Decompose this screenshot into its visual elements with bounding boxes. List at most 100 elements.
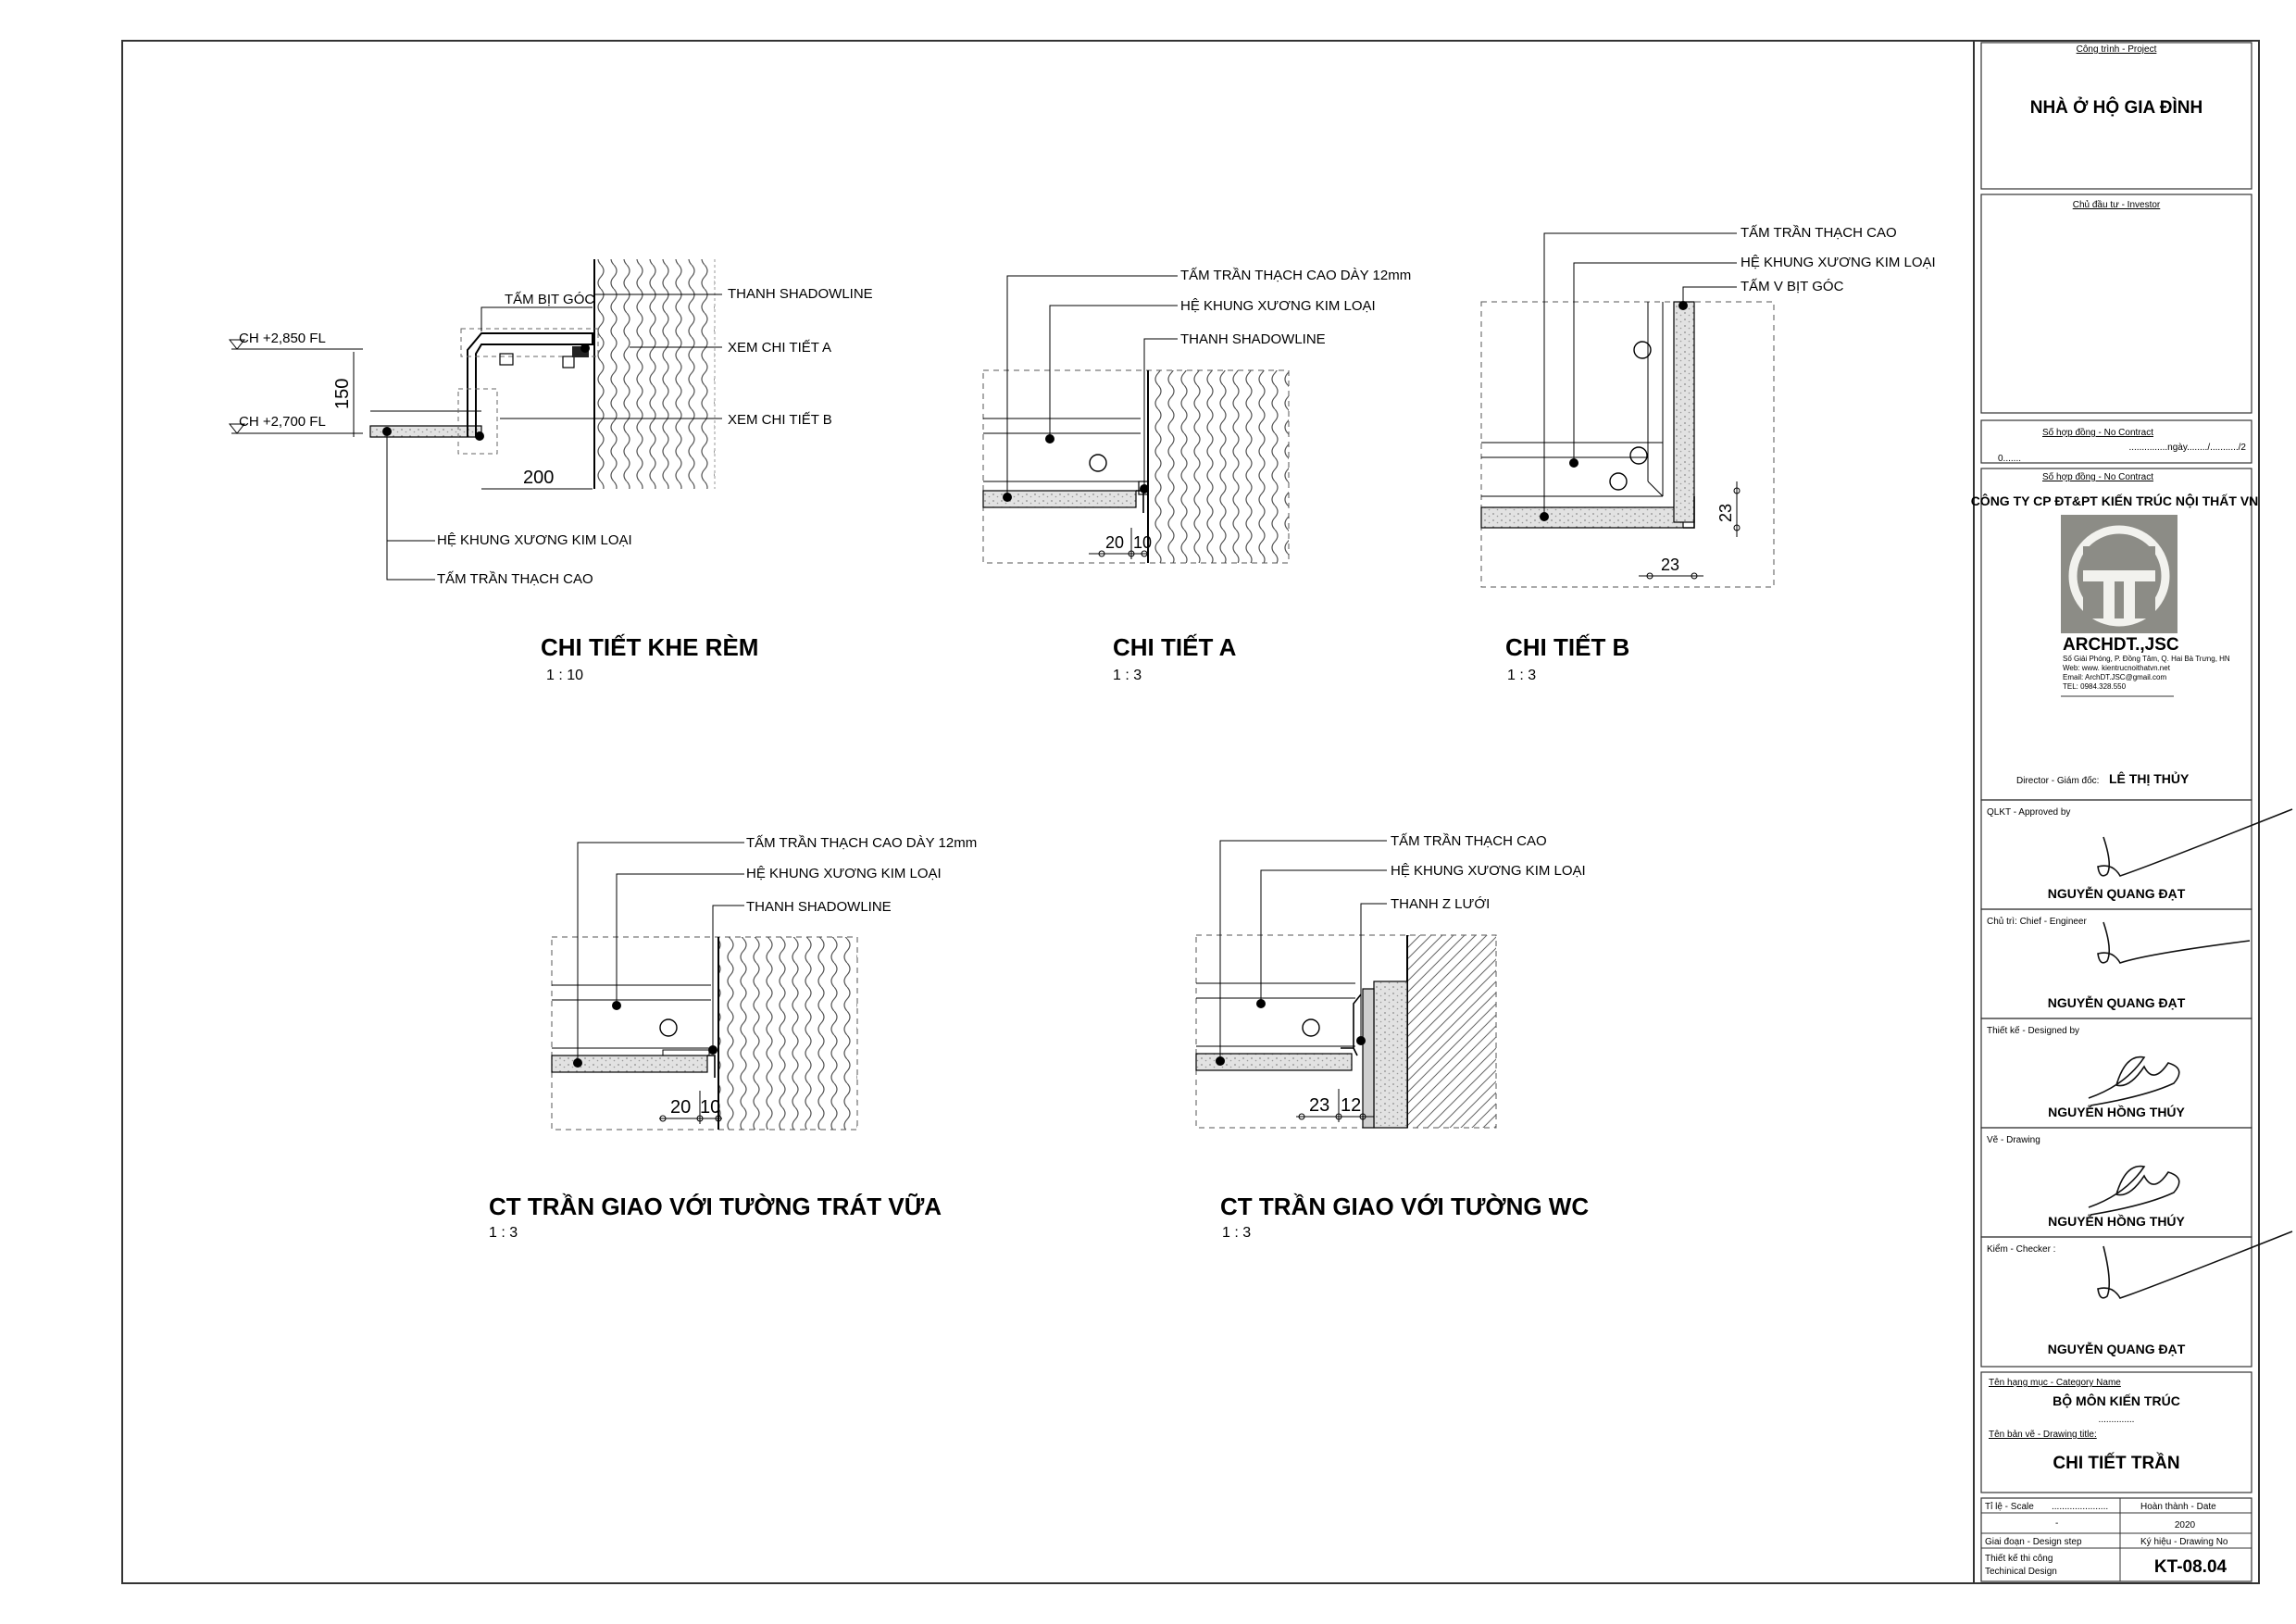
role-name: NGUYỄN QUANG ĐẠT (2048, 995, 2186, 1010)
step-value-2: Techinical Design (1985, 1567, 2057, 1577)
contact-line-2: Web: www. kientrucnoithatvn.net (2063, 664, 2171, 672)
wall-plaster (594, 259, 715, 489)
role-name: NGUYỄN HỒNG THÚY (2048, 1104, 2185, 1119)
drawing-no-label: Ký hiệu - Drawing No (2140, 1537, 2228, 1547)
dim-23: 23 (1309, 1095, 1329, 1116)
scale-value-2: - (2055, 1518, 2058, 1529)
scale-khe-rem: 1 : 10 (546, 668, 583, 683)
dim-12: 12 (1341, 1095, 1361, 1116)
label-thanh-shadowline: THANH SHADOWLINE (728, 286, 873, 302)
detail-b: TẤM TRẦN THẠCH CAO HỆ KHUNG XƯƠNG KIM LO… (1480, 225, 1936, 683)
role-name: NGUYỄN HỒNG THÚY (2048, 1213, 2185, 1229)
drawing-title: CHI TIẾT TRẦN (2053, 1453, 2179, 1473)
role-label: Chủ trì: Chief - Engineer (1987, 916, 2087, 927)
scale-trat-vua: 1 : 3 (489, 1225, 518, 1241)
title-chi-tiet-khe-rem: CHI TIẾT KHE RÈM (541, 633, 758, 661)
detail-tran-giao-tuong-trat-vua: TẤM TRẦN THẠCH CAO DÀY 12mm HỆ KHUNG XƯƠ… (489, 835, 977, 1241)
label-xem-chi-tiet-a: XEM CHI TIẾT A (728, 340, 831, 356)
label-xem-chi-tiet-b: XEM CHI TIẾT B (728, 412, 832, 428)
label-tam-tran: TẤM TRẦN THẠCH CAO DÀY 12mm (1180, 268, 1411, 283)
signature-icon (2097, 921, 2251, 964)
detail-tran-giao-tuong-wc: TẤM TRẦN THẠCH CAO HỆ KHUNG XƯƠNG KIM LO… (1195, 833, 1589, 1241)
title-chi-tiet-a: CHI TIẾT A (1113, 633, 1237, 661)
dim-10: 10 (1133, 533, 1152, 552)
category-label: Tên hạng mục - Category Name (1989, 1378, 2121, 1388)
role-label: Vẽ - Drawing (1987, 1135, 2040, 1145)
level-ch-2850: CH +2,850 FL (239, 331, 326, 346)
role-name: NGUYỄN QUANG ĐẠT (2048, 1342, 2186, 1356)
step-label: Giai đoạn - Design step (1985, 1537, 2082, 1547)
role-label: Kiểm - Checker : (1987, 1243, 2055, 1255)
label-shadowline: THANH SHADOWLINE (1180, 331, 1326, 347)
signature-icon (2097, 1230, 2293, 1299)
contract-label-2: Số hợp đồng - No Contract (2042, 471, 2153, 482)
title-chi-tiet-b: CHI TIẾT B (1505, 633, 1629, 661)
logo-name: ARCHDT.,JSC (2063, 635, 2179, 655)
label-tam-tran: TẤM TRẦN THẠCH CAO DÀY 12mm (746, 835, 977, 851)
role-checker: Kiểm - Checker : NGUYỄN QUANG ĐẠT (1980, 1230, 2293, 1368)
role-name: NGUYỄN QUANG ĐẠT (2048, 886, 2186, 901)
company-name: CÔNG TY CP ĐT&PT KIẾN TRÚC NỘI THẤT VN (1971, 493, 2259, 508)
role-label: QLKT - Approved by (1987, 807, 2070, 818)
role-drawing: Vẽ - Drawing NGUYỄN HỒNG THÚY (1980, 1127, 2252, 1238)
scale-wc: 1 : 3 (1222, 1225, 1251, 1241)
title-ct-tran-wc: CT TRẦN GIAO VỚI TƯỜNG WC (1220, 1193, 1589, 1220)
director-label: Director - Giám đốc: (2016, 775, 2099, 786)
contract-date: ...............ngày......../.........../… (2128, 443, 2246, 453)
label-he-khung: HỆ KHUNG XƯƠNG KIM LOẠI (1180, 298, 1376, 314)
contact-line-4: TEL: 0984.328.550 (2063, 682, 2127, 691)
investor-label: Chủ đầu tư - Investor (2073, 199, 2161, 210)
signature-icon (2088, 1165, 2180, 1216)
sheet-frame (121, 40, 2260, 1584)
contact-line-3: Email: ArchDT.JSC@gmail.com (2063, 673, 2166, 681)
contract-no: 0....... (1998, 454, 2021, 464)
label-he-khung: HỆ KHUNG XƯƠNG KIM LOẠI (1741, 255, 1936, 270)
wall-brick-hatch (1407, 935, 1496, 1128)
scale-label: Tỉ lệ - Scale (1985, 1501, 2034, 1512)
project-label: Công trình - Project (2077, 44, 2157, 55)
dim-200: 200 (523, 468, 554, 488)
signature-icon (2097, 808, 2293, 877)
label-tam-v: TẤM V BỊT GÓC (1741, 279, 1844, 294)
level-ch-2700: CH +2,700 FL (239, 414, 326, 430)
drawing-no: KT-08.04 (2154, 1557, 2227, 1577)
dim-23-vertical: 23 (1716, 504, 1735, 522)
detail-a: TẤM TRẦN THẠCH CAO DÀY 12mm HỆ KHUNG XƯƠ… (982, 268, 1411, 683)
project-name: NHÀ Ở HỘ GIA ĐÌNH (2030, 97, 2203, 118)
scale-b: 1 : 3 (1507, 668, 1536, 683)
step-value-1: Thiết kế thi công (1985, 1553, 2053, 1564)
label-tam-tran: TẤM TRẦN THẠCH CAO (1391, 833, 1547, 849)
title-ct-tran-trat-vua: CT TRẦN GIAO VỚI TƯỜNG TRÁT VỮA (489, 1193, 942, 1220)
role-approved-by: QLKT - Approved by NGUYỄN QUANG ĐẠT (1980, 799, 2293, 910)
label-tam-bit-goc: TẤM BỊT GÓC (505, 292, 594, 307)
dim-150: 150 (332, 379, 353, 409)
signature-icon (2088, 1056, 2180, 1106)
contact-line-1: Số Giải Phóng, P. Đồng Tâm, Q. Hai Bà Tr… (2063, 655, 2230, 663)
label-he-khung: HỆ KHUNG XƯƠNG KIM LOẠI (437, 532, 632, 548)
label-tam-tran: TẤM TRẦN THẠCH CAO (1741, 225, 1897, 241)
label-shadowline: THANH SHADOWLINE (746, 899, 892, 915)
company-logo (2061, 515, 2177, 633)
title-block: Công trình - Project NHÀ Ở HỘ GIA ĐÌNH C… (1971, 42, 2293, 1582)
role-designed-by: Thiết kế - Designed by NGUYỄN HỒNG THÚY (1980, 1018, 2252, 1129)
scale-value: ...................... (2052, 1502, 2108, 1512)
dim-20: 20 (1105, 533, 1124, 552)
category-name: BỘ MÔN KIẾN TRÚC (2053, 1393, 2180, 1408)
director-name: LÊ THỊ THỦY (2109, 770, 2190, 786)
dim-23-horizontal: 23 (1661, 556, 1679, 574)
label-he-khung: HỆ KHUNG XƯƠNG KIM LOẠI (746, 866, 942, 881)
contract-label: Số hợp đồng - No Contract (2042, 427, 2153, 438)
wall-plaster (718, 937, 857, 1130)
role-label: Thiết kế - Designed by (1987, 1025, 2079, 1036)
label-he-khung: HỆ KHUNG XƯƠNG KIM LOẠI (1391, 863, 1586, 879)
dim-20: 20 (670, 1097, 691, 1118)
label-tam-tran: TẤM TRẦN THẠCH CAO (437, 571, 593, 587)
label-thanh-z: THANH Z LƯỚI (1391, 896, 1490, 912)
wall-plaster (1148, 370, 1289, 563)
role-chief-engineer: Chủ trì: Chief - Engineer NGUYỄN QUANG Đ… (1980, 908, 2252, 1019)
drawing-title-label: Tên bản vẽ - Drawing title: (1989, 1430, 2097, 1440)
dim-10: 10 (700, 1097, 720, 1118)
category-dots: .............. (2099, 1415, 2135, 1425)
detail-khe-rem: CH +2,850 FL CH +2,700 FL 150 200 TẤM BỊ… (228, 259, 873, 683)
